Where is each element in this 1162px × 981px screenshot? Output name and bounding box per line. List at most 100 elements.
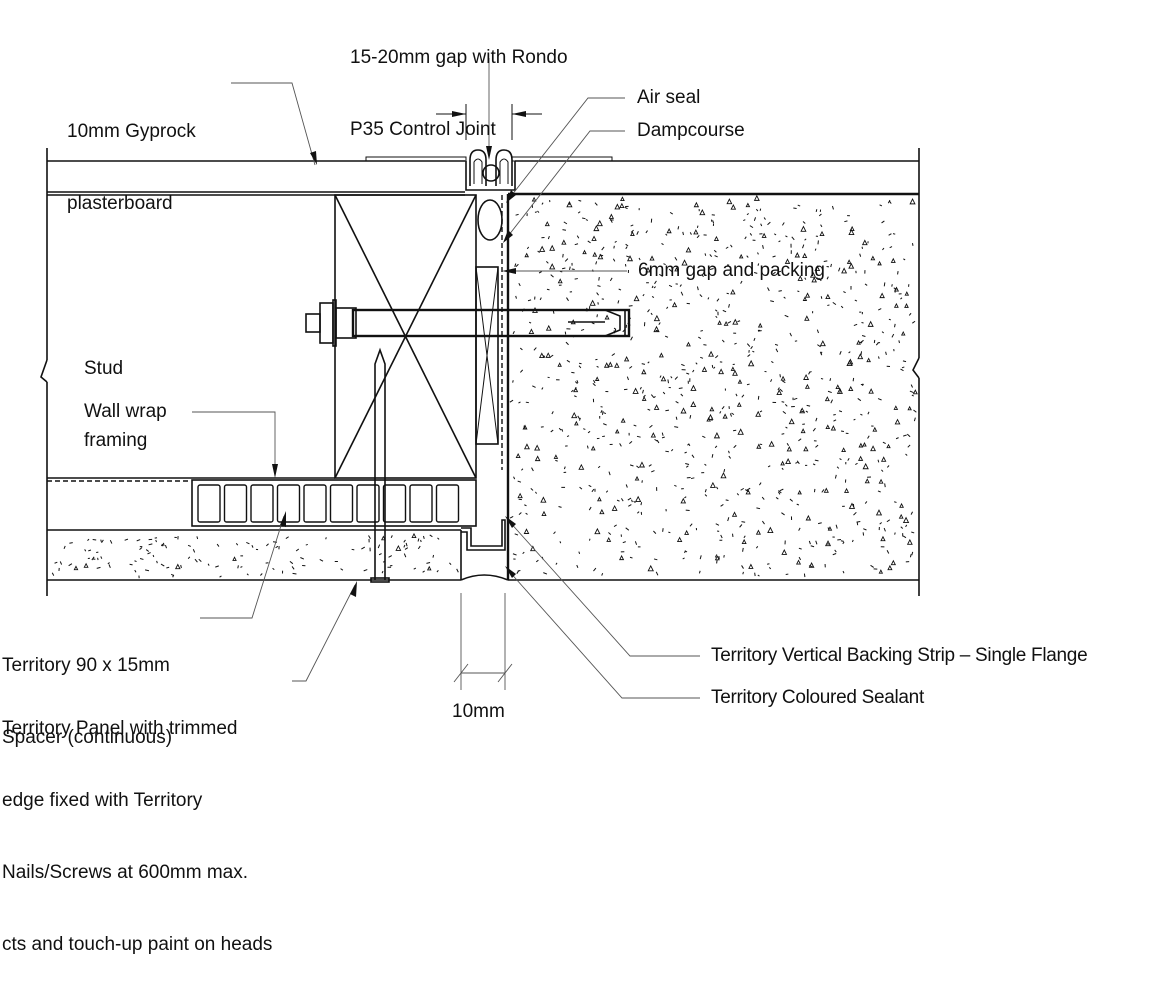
aggregate-mark	[908, 540, 912, 544]
aggregate-mark	[820, 232, 824, 236]
aggregate-mark	[404, 540, 406, 542]
aggregate-mark	[595, 529, 600, 534]
aggregate-mark	[723, 310, 726, 311]
aggregate-mark	[690, 524, 692, 527]
aggregate-mark	[605, 315, 609, 319]
aggregate-mark	[518, 481, 521, 482]
aggregate-mark	[320, 559, 323, 561]
aggregate-mark	[621, 419, 624, 422]
aggregate-mark	[728, 517, 729, 521]
aggregate-mark	[743, 548, 744, 552]
aggregate-mark	[781, 462, 784, 465]
label-air-seal: Air seal	[637, 86, 700, 110]
label-line: Stud	[84, 357, 147, 381]
aggregate-mark	[894, 406, 897, 409]
aggregate-mark	[379, 554, 382, 555]
aggregate-mark	[683, 558, 685, 559]
aggregate-mark	[578, 416, 580, 419]
aggregate-mark	[887, 520, 890, 522]
aggregate-mark	[747, 344, 750, 347]
aggregate-mark	[525, 444, 530, 449]
aggregate-mark	[181, 565, 182, 568]
aggregate-mark	[551, 430, 553, 432]
aggregate-mark	[550, 264, 555, 269]
aggregate-mark	[828, 391, 832, 392]
aggregate-mark	[911, 512, 912, 515]
aggregate-mark	[621, 197, 624, 200]
aggregate-mark	[848, 458, 849, 460]
aggregate-mark	[681, 394, 683, 396]
aggregate-mark	[785, 236, 787, 237]
aggregate-mark	[782, 550, 786, 554]
aggregate-mark	[729, 304, 730, 308]
sealant	[461, 575, 508, 580]
aggregate-mark	[578, 200, 581, 201]
aggregate-mark	[789, 419, 794, 424]
aggregate-mark	[748, 354, 751, 356]
aggregate-mark	[868, 412, 869, 414]
aggregate-mark	[593, 568, 595, 571]
aggregate-mark	[648, 309, 650, 312]
aggregate-mark	[910, 554, 911, 557]
aggregate-mark	[690, 415, 691, 419]
aggregate-mark	[799, 528, 801, 531]
aggregate-mark	[721, 473, 726, 478]
aggregate-mark	[878, 262, 881, 265]
aggregate-mark	[878, 309, 881, 311]
aggregate-mark	[587, 446, 588, 449]
aggregate-mark	[592, 323, 595, 324]
aggregate-mark	[914, 418, 915, 422]
aggregate-mark	[583, 251, 586, 254]
aggregate-mark	[642, 370, 646, 374]
aggregate-mark	[837, 467, 839, 469]
aggregate-mark	[590, 301, 595, 306]
aggregate-mark	[786, 427, 788, 428]
aggregate-mark	[627, 377, 628, 380]
aggregate-mark	[865, 284, 867, 286]
aggregate-mark	[763, 245, 764, 249]
aggregate-mark	[589, 539, 590, 541]
aggregate-mark	[855, 300, 857, 301]
label-line: framing	[84, 429, 147, 453]
aggregate-mark	[903, 361, 906, 362]
aggregate-mark	[188, 557, 190, 559]
aggregate-mark	[815, 249, 816, 251]
aggregate-mark	[731, 413, 733, 415]
aggregate-mark	[651, 313, 652, 315]
aggregate-mark	[885, 483, 886, 487]
aggregate-mark	[551, 275, 554, 278]
aggregate-mark	[615, 363, 619, 367]
aggregate-mark	[240, 567, 242, 568]
aggregate-mark	[630, 465, 633, 466]
aggregate-mark	[685, 531, 689, 535]
aggregate-mark	[717, 560, 718, 564]
aggregate-mark	[845, 489, 849, 493]
aggregate-mark	[208, 564, 209, 566]
aggregate-mark	[715, 433, 720, 438]
aggregate-mark	[536, 560, 538, 562]
aggregate-mark	[662, 437, 665, 438]
aggregate-mark	[886, 352, 887, 355]
aggregate-mark	[580, 487, 582, 489]
aggregate-mark	[889, 234, 892, 236]
aggregate-mark	[722, 406, 724, 409]
aggregate-mark	[621, 498, 623, 501]
aggregate-mark	[806, 516, 810, 520]
aggregate-mark	[598, 466, 600, 467]
aggregate-mark	[520, 370, 522, 373]
aggregate-mark	[418, 539, 419, 542]
aggregate-mark	[60, 561, 61, 564]
aggregate-mark	[887, 550, 889, 553]
aggregate-mark	[589, 507, 591, 510]
aggregate-mark	[382, 571, 383, 573]
aggregate-mark	[137, 540, 141, 541]
aggregate-mark	[579, 552, 580, 554]
aggregate-mark	[717, 299, 719, 302]
aggregate-mark	[535, 212, 537, 213]
aggregate-mark	[628, 505, 631, 507]
label-dampcourse: Dampcourse	[637, 119, 745, 143]
aggregate-mark	[521, 469, 523, 471]
aggregate-mark	[862, 384, 863, 386]
aggregate-mark	[655, 405, 659, 409]
aggregate-mark	[147, 553, 150, 554]
